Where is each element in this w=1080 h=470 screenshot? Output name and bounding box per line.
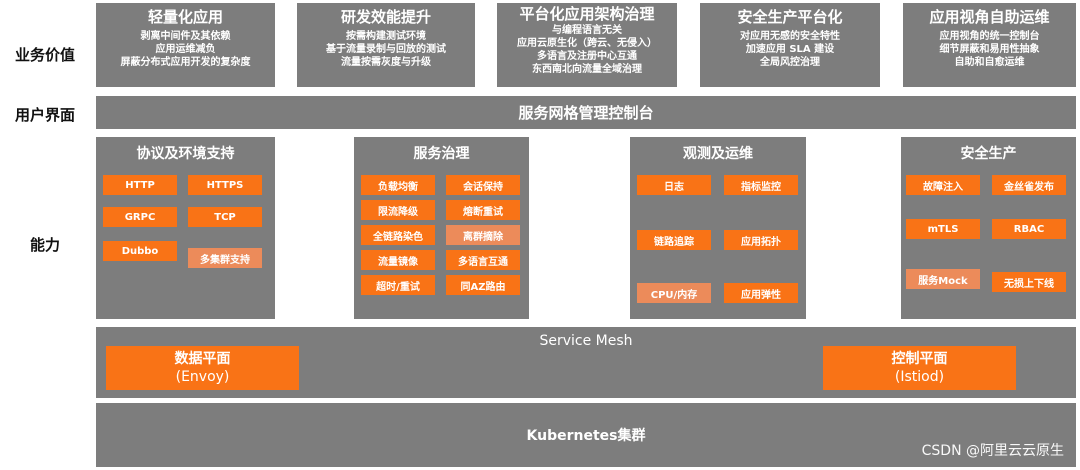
chip-app-elasticity: 应用弹性 xyxy=(724,283,798,303)
value-box-title: 安全生产平台化 xyxy=(737,8,843,26)
chip-multi-language: 多语言互通 xyxy=(446,250,520,270)
value-box-line: 东西南北向流量全域治理 xyxy=(532,64,642,75)
value-box-line: 多语言及注册中心互通 xyxy=(537,51,637,62)
value-box-line: 剥离中间件及其依赖 xyxy=(140,31,231,42)
value-box-title: 轻量化应用 xyxy=(147,8,223,26)
value-box-safety: 安全生产平台化 对应用无感的安全特性 加速应用 SLA 建设 全局风控治理 xyxy=(700,3,880,87)
capability-title: 观测及运维 xyxy=(683,146,753,162)
chip-mtls: mTLS xyxy=(906,219,980,239)
chip-service-mock: 服务Mock xyxy=(906,269,980,289)
chip-multi-cluster: 多集群支持 xyxy=(188,248,262,268)
capability-title: 协议及环境支持 xyxy=(136,146,235,162)
value-box-self-service: 应用视角自助运维 应用视角的统一控制台 细节屏蔽和易用性抽象 自助和自愈运维 xyxy=(903,3,1076,87)
value-box-line: 全局风控治理 xyxy=(760,57,820,68)
capability-panel-governance: 服务治理 负载均衡 会话保持 限流降级 熔断重试 全链路染色 离群摘除 流量镜像… xyxy=(354,137,529,319)
value-box-line: 应用云原生化（跨云、无侵入） xyxy=(517,38,657,49)
value-box-line: 加速应用 SLA 建设 xyxy=(745,44,835,55)
value-box-line: 与编程语言无关 xyxy=(552,25,622,36)
chip-https: HTTPS xyxy=(188,175,262,195)
label-capability: 能力 xyxy=(29,236,60,254)
data-plane-title: 数据平面 xyxy=(174,351,231,367)
value-box-lightweight: 轻量化应用 剥离中间件及其依赖 应用运维减负 屏蔽分布式应用开发的复杂度 xyxy=(96,3,275,87)
chip-cpu-memory: CPU/内存 xyxy=(637,283,711,303)
capability-panel-observability: 观测及运维 日志 指标监控 链路追踪 应用拓扑 CPU/内存 应用弹性 xyxy=(630,137,806,319)
chip-dubbo: Dubbo xyxy=(103,241,177,261)
value-box-title: 应用视角自助运维 xyxy=(929,8,1050,26)
service-mesh-label: Service Mesh xyxy=(539,333,633,349)
value-box-line: 自助和自愈运维 xyxy=(954,57,1025,68)
chip-grpc: GRPC xyxy=(103,207,177,227)
control-plane-title: 控制平面 xyxy=(891,351,948,367)
value-box-title: 平台化应用架构治理 xyxy=(519,5,655,23)
chip-session-affinity: 会话保持 xyxy=(446,175,520,195)
chip-load-balancing: 负载均衡 xyxy=(361,175,435,195)
label-business-value: 业务价值 xyxy=(14,46,75,64)
chip-app-topology: 应用拓扑 xyxy=(724,230,798,250)
chip-http: HTTP xyxy=(103,175,177,195)
chip-outlier-detection: 离群摘除 xyxy=(446,225,520,245)
value-box-line: 按需构建测试环境 xyxy=(346,31,426,42)
value-box-architecture: 平台化应用架构治理 与编程语言无关 应用云原生化（跨云、无侵入） 多语言及注册中… xyxy=(497,3,677,87)
capability-panel-security: 安全生产 故障注入 金丝雀发布 mTLS RBAC 服务Mock 无损上下线 xyxy=(901,137,1076,319)
chip-tracing: 链路追踪 xyxy=(637,230,711,250)
control-plane-subtitle: (Istiod) xyxy=(894,369,945,385)
service-mesh-layer: Service Mesh 数据平面 (Envoy) 控制平面 (Istiod) xyxy=(96,327,1076,398)
chip-fault-injection: 故障注入 xyxy=(906,175,980,195)
chip-canary-release: 金丝雀发布 xyxy=(992,175,1066,195)
chip-tcp: TCP xyxy=(188,207,262,227)
chip-metrics: 指标监控 xyxy=(724,175,798,195)
data-plane-subtitle: (Envoy) xyxy=(175,369,230,385)
control-plane-box: 控制平面 (Istiod) xyxy=(823,346,1016,390)
value-box-line: 对应用无感的安全特性 xyxy=(740,31,840,42)
capability-panel-protocol: 协议及环境支持 HTTP HTTPS GRPC TCP Dubbo 多集群支持 xyxy=(96,137,275,319)
value-box-line: 应用运维减负 xyxy=(155,44,216,55)
label-user-interface: 用户界面 xyxy=(14,106,75,124)
value-box-line: 基于流量录制与回放的测试 xyxy=(326,44,446,55)
value-box-line: 屏蔽分布式应用开发的复杂度 xyxy=(120,57,251,68)
chip-full-trace-coloring: 全链路染色 xyxy=(361,225,435,245)
chip-rate-limit: 限流降级 xyxy=(361,200,435,220)
chip-logs: 日志 xyxy=(637,175,711,195)
capability-title: 安全生产 xyxy=(960,146,1017,162)
value-box-line: 应用视角的统一控制台 xyxy=(939,31,1040,42)
kubernetes-layer: Kubernetes集群 xyxy=(96,403,1076,467)
value-box-line: 流量按需灰度与升级 xyxy=(341,57,431,68)
chip-circuit-breaker: 熔断重试 xyxy=(446,200,520,220)
data-plane-box: 数据平面 (Envoy) xyxy=(106,346,299,390)
chip-graceful-online-offline: 无损上下线 xyxy=(992,272,1066,292)
chip-rbac: RBAC xyxy=(992,219,1066,239)
chip-timeout-retry: 超时/重试 xyxy=(361,275,435,295)
chip-same-az-routing: 同AZ路由 xyxy=(446,275,520,295)
chip-traffic-mirror: 流量镜像 xyxy=(361,250,435,270)
value-box-efficiency: 研发效能提升 按需构建测试环境 基于流量录制与回放的测试 流量按需灰度与升级 xyxy=(297,3,475,87)
value-box-title: 研发效能提升 xyxy=(340,8,431,26)
console-banner: 服务网格管理控制台 xyxy=(96,96,1076,129)
capability-title: 服务治理 xyxy=(413,146,470,162)
csdn-watermark: CSDN @阿里云云原生 xyxy=(921,443,1064,459)
value-box-line: 细节屏蔽和易用性抽象 xyxy=(939,44,1040,55)
